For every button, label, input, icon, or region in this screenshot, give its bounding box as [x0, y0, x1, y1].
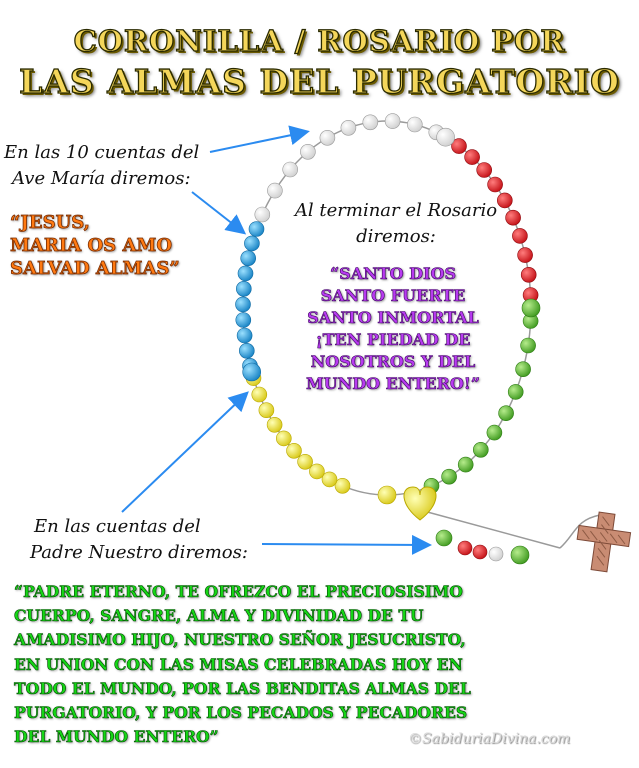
bead-yellow: [258, 402, 275, 419]
padre-prayer-line5: TODO EL MUNDO, POR LAS BENDITAS ALMAS DE…: [14, 678, 471, 699]
bead-green: [441, 468, 457, 485]
pendant-bead-red: [457, 540, 473, 556]
bead-padre-nuestro: [436, 127, 455, 147]
bead-white: [254, 206, 271, 223]
end-prayer-line1: “SANTO DIOS: [329, 264, 457, 284]
padre-prayer-line2: CUERPO, SANGRE, ALMA Y DIVINIDAD DE TU: [14, 606, 424, 626]
bead-red: [496, 192, 513, 209]
arrow-to-pendant-bead: [261, 534, 432, 555]
bead-green: [515, 361, 531, 378]
padre-prayer-line3: AMADISIMO HIJO, NUESTRO SEÑOR JESUCRISTO…: [14, 630, 466, 650]
ave-maria-prayer-line1: “JESUS,: [10, 212, 91, 234]
end-caption-line1: Al terminar el Rosario: [294, 200, 498, 221]
bead-yellow: [286, 442, 302, 459]
page-title-line1: CORONILLA / ROSARIO POR: [73, 23, 566, 58]
bead-green: [472, 441, 489, 458]
padre-prayer-line4: EN UNION CON LAS MISAS CELEBRADAS HOY EN: [14, 654, 463, 674]
padre-prayer-line7: DEL MUNDO ENTERO”: [14, 727, 219, 747]
bead-yellow: [334, 477, 351, 494]
rosary-pendant-chain: [419, 509, 561, 549]
pendant-bead-green: [435, 529, 453, 547]
rosary-cross-chain: [559, 514, 601, 549]
bead-yellow: [275, 430, 292, 447]
bead-green: [498, 405, 514, 422]
end-prayer-line3: SANTO INMORTAL: [307, 308, 479, 328]
end-prayer-line6: MUNDO ENTERO!”: [305, 374, 481, 394]
ave-maria-caption-line2: Ave María diremos:: [12, 168, 191, 189]
end-caption-line2: diremos:: [356, 226, 436, 247]
bead-white: [319, 130, 336, 146]
bead-blue: [236, 280, 252, 297]
bead-red: [517, 247, 533, 263]
bead-green: [520, 337, 536, 354]
padre-prayer-line1: “PADRE ETERNO, TE OFREZCO EL PRECIOSISIM…: [14, 582, 463, 602]
bead-green: [486, 424, 503, 441]
pendant-bead-red: [472, 544, 488, 560]
padre-prayer: “PADRE ETERNO, TE OFREZCO EL PRECIOSISIM…: [14, 580, 614, 749]
bead-red: [505, 209, 521, 226]
bead-white: [384, 113, 401, 129]
bead-blue: [248, 221, 265, 237]
bead-yellow: [297, 453, 313, 470]
padre-caption-line2: Padre Nuestro diremos:: [30, 542, 248, 563]
pendant-bead-white: [488, 546, 504, 562]
arrow-to-white-beads: [209, 125, 310, 153]
bead-red: [464, 149, 480, 165]
end-caption: Al terminar el Rosario diremos:: [284, 198, 508, 250]
bead-white: [340, 120, 357, 136]
bead-red: [520, 266, 537, 283]
bead-blue: [236, 327, 253, 344]
arrow-to-big-bead: [121, 391, 249, 513]
padre-prayer-line6: PURGATORIO, Y POR LOS PECADOS Y PECADORE…: [14, 703, 468, 723]
ave-maria-prayer-line3: SALVAD ALMAS”: [10, 258, 181, 280]
bead-blue: [240, 250, 256, 267]
heart-medal-icon: [403, 486, 437, 521]
end-prayer-line5: NOSOTROS Y DEL: [310, 352, 476, 372]
bead-padre-nuestro: [242, 362, 261, 382]
bead-white: [362, 114, 379, 131]
end-prayer: “SANTO DIOS SANTO FUERTE SANTO INMORTAL …: [282, 263, 504, 395]
padre-caption-line1: En las cuentas del: [34, 516, 201, 537]
ave-maria-prayer-line2: MARIA OS AMO: [10, 235, 173, 257]
padre-caption: En las cuentas del Padre Nuestro diremos…: [30, 514, 248, 566]
pendant-bead-green: [510, 545, 530, 565]
arrow-to-blue-beads: [191, 191, 247, 235]
bead-yellow: [321, 471, 338, 488]
bead-yellow: [266, 416, 283, 433]
bead-blue: [235, 296, 251, 313]
rosary-loop-beads: [235, 113, 541, 505]
end-prayer-line4: ¡TEN PIEDAD DE: [315, 330, 471, 350]
bead-green: [457, 456, 474, 473]
bead-red: [512, 228, 528, 244]
cross-icon: [576, 511, 632, 573]
bead-white: [267, 182, 283, 199]
ave-maria-prayer: “JESUS, MARIA OS AMO SALVAD ALMAS”: [10, 211, 250, 280]
bead-blue: [244, 235, 260, 252]
bead-blue: [237, 265, 254, 282]
bead-white: [406, 116, 423, 133]
bead-blue: [239, 342, 255, 359]
bead-blue: [235, 312, 252, 328]
ave-maria-caption-line1: En las 10 cuentas del: [4, 142, 200, 163]
bead-red: [476, 162, 493, 178]
bead-white: [282, 161, 299, 178]
end-prayer-line2: SANTO FUERTE: [320, 286, 466, 306]
bead-green: [507, 384, 524, 400]
bead-padre-nuestro: [377, 485, 397, 505]
bead-red: [487, 176, 503, 193]
bead-red: [451, 138, 467, 154]
ave-maria-caption: En las 10 cuentas del Ave María diremos:: [4, 140, 199, 192]
watermark: ©SabiduriaDivina.com: [408, 731, 571, 747]
bead-white: [300, 144, 316, 160]
bead-yellow: [309, 463, 325, 480]
bead-padre-nuestro: [521, 298, 541, 318]
bead-yellow: [251, 386, 268, 403]
page-title-line2: LAS ALMAS DEL PURGATORIO: [18, 61, 620, 101]
